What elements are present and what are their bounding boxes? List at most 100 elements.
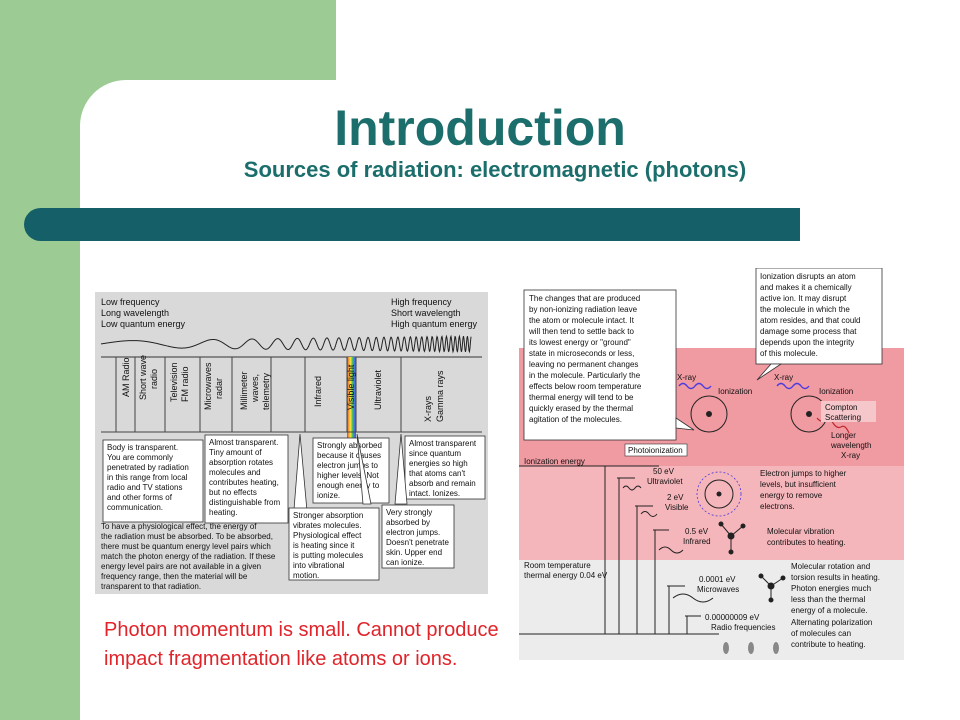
svg-text:frequency range, then the mate: frequency range, then the material will … — [101, 572, 248, 581]
svg-text:penetrated by radiation: penetrated by radiation — [107, 463, 189, 472]
svg-text:energy level pairs are not ava: energy level pairs are not available in … — [101, 562, 261, 571]
visible-light-strip — [347, 357, 356, 456]
svg-text:Low frequency: Low frequency — [101, 297, 160, 307]
xray-label-1: X-ray — [677, 373, 696, 382]
svg-text:its lowest energy or "ground": its lowest energy or "ground" — [529, 338, 631, 347]
svg-text:heating.: heating. — [209, 508, 237, 517]
svg-text:radio: radio — [149, 369, 159, 389]
svg-text:Short wavelength: Short wavelength — [391, 308, 461, 318]
svg-text:but no effects: but no effects — [209, 488, 257, 497]
frequency-wave — [100, 334, 472, 354]
svg-text:energies so high: energies so high — [409, 459, 468, 468]
atom-electron-jump — [704, 479, 734, 509]
title-divider-band — [24, 208, 800, 241]
svg-text:is putting molecules: is putting molecules — [293, 551, 363, 560]
band-labels: AM Radio Short wave radio Television FM … — [121, 355, 445, 422]
svg-text:electrons.: electrons. — [760, 502, 795, 511]
svg-text:Tiny amount of: Tiny amount of — [209, 448, 262, 457]
svg-text:Low quantum energy: Low quantum energy — [101, 319, 186, 329]
svg-text:depends upon the integrity: depends upon the integrity — [760, 338, 854, 347]
vibrating-molecule — [718, 521, 746, 555]
svg-text:Doesn't penetrate: Doesn't penetrate — [386, 538, 449, 547]
svg-text:Ionization disrupts an atom: Ionization disrupts an atom — [760, 272, 856, 281]
svg-text:You are commonly: You are commonly — [107, 453, 173, 462]
box-body-transparent: Body is transparent. You are commonly pe… — [102, 439, 204, 523]
svg-text:electron jumps to: electron jumps to — [317, 461, 378, 470]
band-millimeter: Millimeter — [239, 371, 249, 410]
caption-text: Photon momentum is small. Cannot produce… — [104, 619, 499, 670]
svg-text:can ionize.: can ionize. — [386, 558, 424, 567]
svg-text:electron jumps.: electron jumps. — [386, 528, 440, 537]
svg-text:into vibrational: into vibrational — [293, 561, 345, 570]
svg-text:motion.: motion. — [293, 571, 319, 580]
svg-text:Microwaves: Microwaves — [697, 585, 739, 594]
svg-text:Ultraviolet: Ultraviolet — [647, 477, 683, 486]
pointer-visible — [356, 433, 372, 505]
atom-1 — [690, 395, 728, 433]
svg-text:thermal energy will tend to be: thermal energy will tend to be — [529, 393, 634, 402]
svg-text:Long wavelength: Long wavelength — [101, 308, 169, 318]
svg-text:intact. Ionizes.: intact. Ionizes. — [409, 489, 460, 498]
svg-text:energy of a molecule.: energy of a molecule. — [791, 606, 868, 615]
xray-wave-2 — [776, 382, 810, 390]
photoionization-label: Photoionization — [628, 446, 683, 455]
xray-wave-1 — [678, 382, 712, 390]
band-visible-light: Visible light — [346, 364, 356, 410]
svg-text:2 eV: 2 eV — [667, 493, 684, 502]
svg-text:thermal energy 0.04 eV: thermal energy 0.04 eV — [524, 571, 608, 580]
svg-text:Gamma rays: Gamma rays — [435, 370, 445, 422]
svg-text:levels, but insufficient: levels, but insufficient — [760, 480, 837, 489]
svg-text:vibrates molecules.: vibrates molecules. — [293, 521, 361, 530]
svg-text:Almost transparent.: Almost transparent. — [209, 438, 278, 447]
svg-text:waves,: waves, — [250, 374, 260, 403]
ionization-energy-label: Ionization energy — [524, 457, 585, 466]
svg-text:of this molecule.: of this molecule. — [760, 349, 818, 358]
svg-text:Molecular vibration: Molecular vibration — [767, 527, 834, 536]
svg-text:agitation of the molecules.: agitation of the molecules. — [529, 415, 622, 424]
band-television: Television — [169, 362, 179, 402]
svg-text:Alternating polarization: Alternating polarization — [791, 618, 872, 627]
spectrum-figure: Low frequency Long wavelength Low quantu… — [95, 292, 488, 594]
svg-text:damage some process that: damage some process that — [760, 327, 857, 336]
physiological-footnote: To have a physiological effect, the ener… — [101, 522, 276, 591]
svg-text:the radiation must be absorbed: the radiation must be absorbed. To be ab… — [101, 532, 273, 541]
band-am-radio: AM Radio — [121, 357, 131, 397]
svg-text:torsion results in heating.: torsion results in heating. — [791, 573, 880, 582]
pointer-uv — [394, 433, 408, 505]
svg-text:molecules and: molecules and — [209, 468, 261, 477]
svg-text:High quantum energy: High quantum energy — [391, 319, 478, 329]
svg-text:transparent to that radiation.: transparent to that radiation. — [101, 582, 201, 591]
svg-text:because it causes: because it causes — [317, 451, 381, 460]
svg-text:50 eV: 50 eV — [653, 467, 675, 476]
xray-label-2: X-ray — [774, 373, 793, 382]
svg-text:wavelength: wavelength — [830, 441, 871, 450]
svg-text:0.5 eV: 0.5 eV — [685, 527, 709, 536]
svg-text:distinguishable from: distinguishable from — [209, 498, 280, 507]
box-very-strongly-absorbed: Very strongly absorbed by electron jumps… — [381, 504, 455, 569]
band-ultraviolet: Ultraviolet — [373, 369, 383, 410]
svg-text:absorb and remain: absorb and remain — [409, 479, 476, 488]
svg-text:0.00000009 eV: 0.00000009 eV — [705, 613, 760, 622]
svg-text:Electron jumps to higher: Electron jumps to higher — [760, 469, 847, 478]
box-stronger-absorption: Stronger absorption vibrates molecules. … — [288, 507, 380, 581]
energy-figure: The changes that are produced by non-ion… — [519, 268, 904, 660]
svg-text:will then tend to settle back: will then tend to settle back to — [528, 327, 635, 336]
svg-text:atom resides, and that could: atom resides, and that could — [760, 316, 861, 325]
svg-text:the atom or molecule intact.: the atom or molecule intact. It — [529, 316, 635, 325]
slide-subtitle: Sources of radiation: electromagnetic (p… — [243, 157, 747, 182]
svg-text:by non-ionizing radiation leav: by non-ionizing radiation leave — [529, 305, 638, 314]
ionization-label-2: Ionization — [819, 387, 853, 396]
svg-text:The changes that are produced: The changes that are produced — [529, 294, 640, 303]
svg-text:there must be quantum energy l: there must be quantum energy level pairs… — [101, 542, 271, 551]
svg-text:Strongly absorbed: Strongly absorbed — [317, 441, 382, 450]
svg-text:effects below room temperature: effects below room temperature — [529, 382, 642, 391]
svg-text:energy to remove: energy to remove — [760, 491, 823, 500]
svg-text:telemetry: telemetry — [261, 372, 271, 410]
svg-text:radar: radar — [214, 378, 224, 399]
rotating-molecule — [758, 573, 786, 603]
energy-arrows — [604, 466, 688, 634]
slide-title: Introduction — [334, 100, 626, 156]
svg-text:and other forms of: and other forms of — [107, 493, 173, 502]
svg-text:Molecular rotation and: Molecular rotation and — [791, 562, 870, 571]
svg-text:radio and TV stations: radio and TV stations — [107, 483, 182, 492]
